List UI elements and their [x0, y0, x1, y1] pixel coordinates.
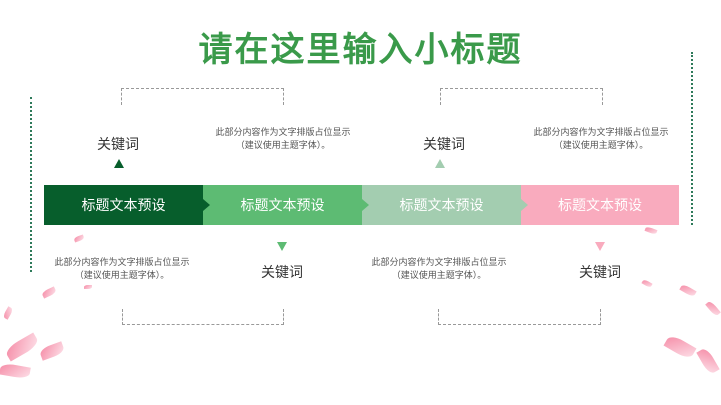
petal-decoration	[2, 306, 14, 320]
description-3: 此部分内容作为文字排版占位显示 （建议使用主题字体）。	[511, 127, 691, 153]
keyword-1: 关键词	[97, 137, 139, 153]
timeline-segment-2: 标题文本预设	[203, 185, 362, 225]
petal-decoration	[679, 283, 697, 298]
petal-decoration	[705, 300, 721, 317]
connector-bracket	[122, 309, 284, 325]
triangle-up-icon	[435, 159, 445, 168]
petal-decoration	[641, 278, 653, 289]
petal-decoration	[663, 333, 697, 361]
triangle-up-icon	[114, 159, 124, 168]
description-line: 此部分内容作为文字排版占位显示	[371, 258, 507, 268]
connector-bracket	[440, 88, 603, 105]
petal-decoration	[41, 286, 57, 299]
petal-decoration	[696, 346, 720, 376]
connector-bracket	[438, 309, 601, 325]
triangle-down-icon	[595, 242, 605, 251]
left-dotted-divider	[30, 97, 32, 272]
triangle-down-icon	[277, 242, 287, 251]
timeline-segment-1: 标题文本预设	[44, 185, 203, 225]
connector-bracket	[121, 88, 284, 105]
description-line: 此部分内容作为文字排版占位显示	[533, 128, 669, 138]
description-line: （建议使用主题字体）。	[74, 271, 170, 281]
right-dotted-divider	[691, 52, 693, 225]
petal-decoration	[0, 362, 31, 380]
segment-arrow-icon	[203, 199, 210, 211]
petal-decoration	[73, 234, 85, 243]
description-line: （建议使用主题字体）。	[391, 271, 487, 281]
segment-arrow-icon	[362, 199, 369, 211]
petal-decoration	[3, 332, 41, 362]
description-4: 此部分内容作为文字排版占位显示 （建议使用主题字体）。	[349, 257, 529, 283]
petal-decoration	[644, 226, 658, 235]
keyword-4: 关键词	[579, 265, 621, 281]
description-line: 此部分内容作为文字排版占位显示	[215, 128, 351, 138]
keyword-3: 关键词	[423, 137, 465, 153]
description-2: 此部分内容作为文字排版占位显示 （建议使用主题字体）。	[32, 257, 212, 283]
description-line: （建议使用主题字体）。	[235, 141, 331, 151]
petal-decoration	[38, 341, 66, 361]
description-line: 此部分内容作为文字排版占位显示	[54, 258, 190, 268]
keyword-2: 关键词	[261, 265, 303, 281]
timeline-segment-4: 标题文本预设	[521, 185, 679, 225]
page-title: 请在这里输入小标题	[198, 30, 523, 70]
description-1: 此部分内容作为文字排版占位显示 （建议使用主题字体）。	[193, 127, 373, 153]
timeline-segment-3: 标题文本预设	[362, 185, 521, 225]
description-line: （建议使用主题字体）。	[553, 141, 649, 151]
petal-decoration	[84, 285, 92, 289]
segment-arrow-icon	[521, 199, 528, 211]
